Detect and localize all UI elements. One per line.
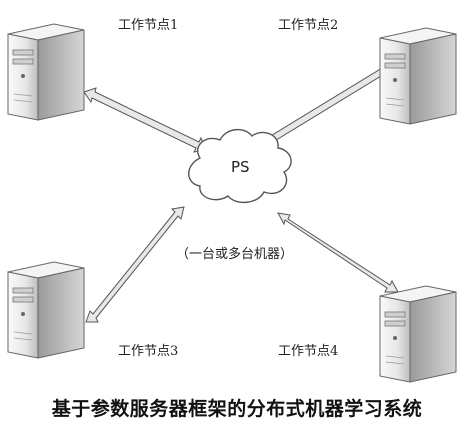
figure-caption: 基于参数服务器框架的分布式机器学习系统 xyxy=(51,398,423,420)
node2-label: 工作节点2 xyxy=(278,18,339,33)
server-node3 xyxy=(7,261,85,359)
node4-label: 工作节点4 xyxy=(278,344,339,359)
arrow-node1-ps xyxy=(83,87,207,153)
node1-label: 工作节点1 xyxy=(118,18,179,33)
node3-label: 工作节点3 xyxy=(118,344,179,359)
server-node4 xyxy=(379,285,457,383)
ps-label: PS xyxy=(231,158,250,176)
ps-sublabel: （一台或多台机器） xyxy=(176,247,294,262)
arrows xyxy=(83,63,399,323)
arrow-node4-ps xyxy=(277,212,399,293)
ps-cloud xyxy=(188,129,292,203)
arrow-node3-ps xyxy=(85,206,185,323)
arrow-node2-ps xyxy=(257,63,393,150)
server-node1 xyxy=(7,23,85,121)
server-node2 xyxy=(379,27,457,125)
